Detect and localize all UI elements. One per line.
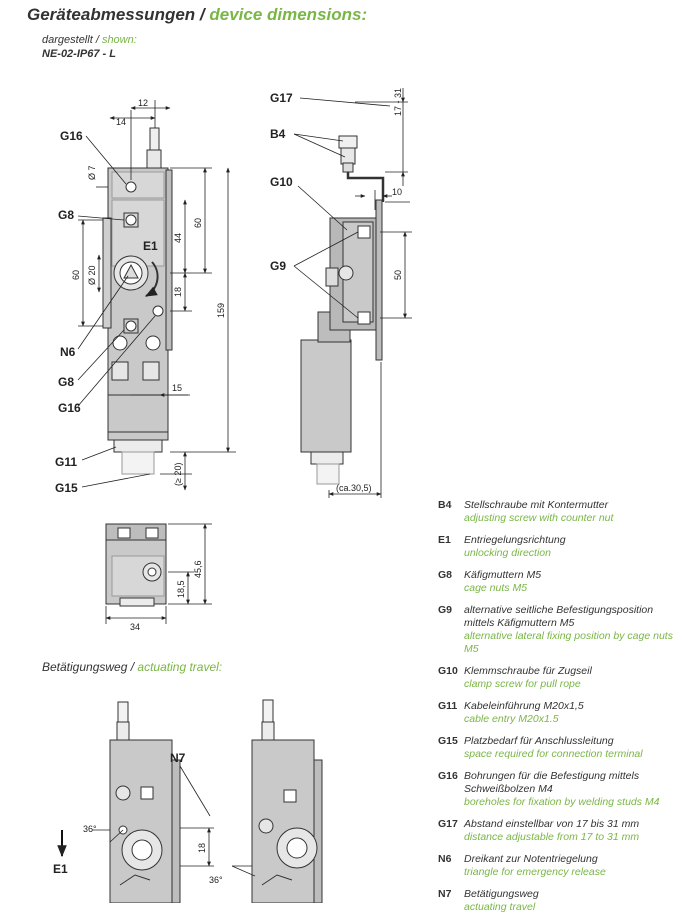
legend-de: Abstand einstellbar von 17 bis 31 mm: [464, 818, 640, 830]
legend-code: G11: [438, 700, 458, 712]
dim-ca30-5: (ca.30,5): [336, 483, 372, 493]
bottom-view: [105, 523, 167, 607]
model-name: NE-02-IP67 - L: [42, 48, 116, 60]
dim-12: 12: [138, 98, 148, 108]
shown-caption: dargestellt / shown: NE-02-IP67 - L: [42, 34, 137, 60]
legend-en: unlocking direction: [464, 547, 551, 559]
label-g16-bottom: G16: [58, 401, 81, 415]
legend-code: G16: [438, 770, 458, 782]
dim-ge20: (≥ 20): [173, 463, 183, 486]
dim-15: 15: [172, 383, 182, 393]
legend-en: clamp screw for pull rope: [464, 678, 581, 690]
dim-36-right: 36°: [209, 875, 223, 885]
dim-50: 50: [393, 270, 403, 280]
dim-60b: 60: [71, 270, 81, 280]
label-g8-top: G8: [58, 208, 74, 222]
legend-en: distance adjustable from 17 to 31 mm: [464, 831, 640, 843]
legend-de: Dreikant zur Notentriegelung: [464, 853, 598, 865]
label-b4: B4: [270, 127, 286, 141]
legend-en: alternative lateral fixing position by c…: [464, 630, 673, 655]
dim-17-31: 17 - 31: [393, 88, 403, 116]
legend-de: alternative seitliche Befestigungspositi…: [464, 604, 654, 629]
page-title: Geräteabmessungen / device dimensions:: [27, 5, 368, 24]
label-g16-top: G16: [60, 129, 83, 143]
dim-159: 159: [216, 303, 226, 318]
travel-view-left: [109, 701, 181, 903]
dim-34: 34: [130, 622, 140, 632]
front-view: [102, 127, 173, 475]
label-e1: E1: [143, 239, 158, 253]
legend-de: Käfigmuttern M5: [464, 569, 542, 581]
legend-en: triangle for emergency release: [464, 866, 606, 878]
technical-drawing: 12 14 Ø 7 60 44 60 Ø 20 18 159 15 (≥ 20)…: [53, 88, 412, 903]
label-g8-bottom: G8: [58, 375, 74, 389]
legend-code: B4: [438, 499, 452, 511]
legend-en: cage nuts M5: [464, 582, 528, 594]
legend-item: G9 alternative seitliche Befestigungsposi…: [438, 604, 678, 656]
legend-de: Betätigungsweg: [464, 888, 539, 900]
dim-dia20: Ø 20: [87, 265, 97, 285]
legend-en: boreholes for fixation by welding studs …: [464, 796, 660, 808]
dim-18-travel: 18: [197, 843, 207, 853]
legend-code: G8: [438, 569, 453, 581]
label-n7: N7: [170, 751, 186, 765]
legend-de: Klemmschraube für Zugseil: [464, 665, 592, 677]
label-g10: G10: [270, 175, 293, 189]
label-e1-travel: E1: [53, 862, 68, 876]
legend-code: G10: [438, 665, 458, 677]
legend-code: G17: [438, 818, 458, 830]
dim-36-left: 36°: [83, 824, 97, 834]
legend-code: N7: [438, 888, 452, 900]
legend-en: adjusting screw with counter nut: [464, 512, 614, 524]
label-n6: N6: [60, 345, 76, 359]
dim-14: 14: [116, 117, 126, 127]
label-g9: G9: [270, 259, 286, 273]
label-g15: G15: [55, 481, 78, 495]
travel-caption: Betätigungsweg / actuating travel:: [42, 660, 223, 674]
legend-code: E1: [438, 534, 451, 546]
travel-view-right: [251, 699, 323, 903]
legend-de: Entriegelungsrichtung: [464, 534, 566, 546]
legend-code: N6: [438, 853, 452, 865]
legend-item: G16 Bohrungen für die Befestigung mittels…: [438, 770, 678, 809]
label-g17: G17: [270, 91, 293, 105]
side-view: [300, 135, 385, 485]
dim-60a: 60: [193, 218, 203, 228]
dim-18-5: 18,5: [176, 580, 186, 598]
legend-de: Kabeleinführung M20x1,5: [464, 700, 584, 712]
legend-en: cable entry M20x1.5: [464, 713, 559, 725]
legend-code: G15: [438, 735, 458, 747]
legend-de: Stellschraube mit Kontermutter: [464, 499, 609, 511]
dim-18a: 18: [173, 287, 183, 297]
dim-10: 10: [392, 187, 402, 197]
dim-dia7: Ø 7: [87, 165, 97, 180]
dim-45-6: 45,6: [193, 560, 203, 578]
legend-code: G9: [438, 604, 453, 616]
dim-44: 44: [173, 233, 183, 243]
legend-de: Platzbedarf für Anschlussleitung: [464, 735, 614, 747]
legend-en: space required for connection terminal: [464, 748, 643, 760]
label-g11: G11: [55, 455, 77, 469]
legend-de: Bohrungen für die Befestigung mittels Sc…: [464, 770, 640, 795]
